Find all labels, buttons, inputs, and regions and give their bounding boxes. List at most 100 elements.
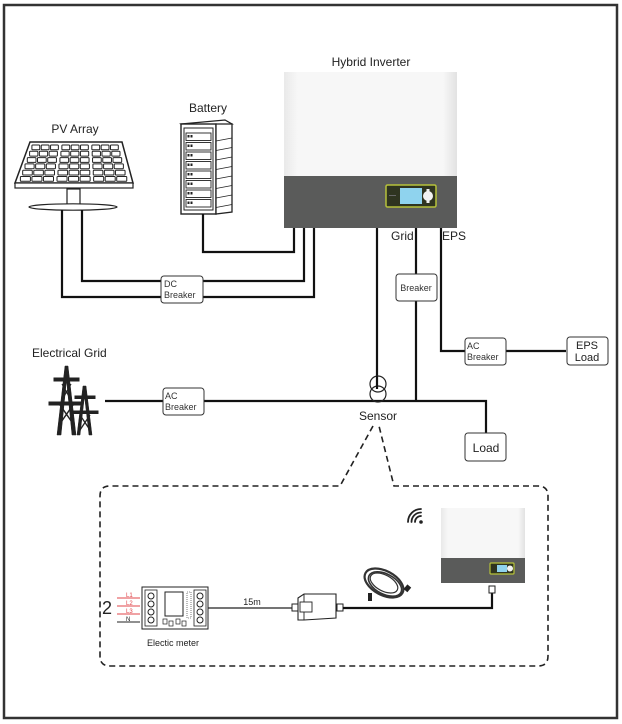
eps-load-line2: Load bbox=[575, 352, 599, 364]
sensor: Sensor bbox=[359, 375, 397, 423]
rack-shelf bbox=[215, 175, 233, 180]
meter-terminal bbox=[196, 616, 204, 624]
sensor-detail-callout: 2 L1 L2 L3 N Electic meter 15m bbox=[99, 425, 549, 667]
battery-led bbox=[187, 135, 190, 138]
grid-breaker: Breaker bbox=[395, 273, 438, 302]
eps-load: EPS Load bbox=[566, 336, 609, 366]
pv-cell bbox=[31, 176, 43, 182]
pv-cell bbox=[113, 163, 124, 170]
pv-cell bbox=[68, 169, 80, 176]
solar-panel-icon bbox=[13, 141, 134, 211]
pv-cell bbox=[109, 144, 119, 151]
pv-cell bbox=[48, 150, 58, 157]
battery-led bbox=[187, 144, 190, 147]
pv-cell bbox=[70, 144, 80, 151]
pv-cell bbox=[104, 176, 116, 182]
cable-length-label: 15m bbox=[243, 597, 261, 607]
electrical-grid: Electrical Grid bbox=[32, 346, 107, 436]
pv-cell bbox=[80, 144, 89, 151]
ac-breaker-eps-line1: AC bbox=[467, 341, 480, 351]
rack-shelf bbox=[215, 147, 233, 151]
pv-cell bbox=[40, 144, 50, 151]
outer-frame bbox=[2, 3, 619, 720]
pv-cell bbox=[26, 157, 37, 163]
pv-cell bbox=[101, 150, 111, 157]
phase-n: N bbox=[126, 617, 130, 623]
battery-module bbox=[185, 189, 212, 198]
rack-shelf bbox=[215, 185, 233, 189]
rack-shelf bbox=[215, 204, 233, 208]
battery-led bbox=[190, 173, 193, 176]
battery-led bbox=[187, 201, 190, 204]
pv-cell bbox=[57, 169, 69, 176]
meter-terminal bbox=[147, 592, 155, 600]
load-label: Load bbox=[473, 441, 500, 455]
pv-cell bbox=[79, 163, 90, 170]
battery-label: Battery bbox=[189, 101, 227, 115]
hybrid-inverter-label: Hybrid Inverter bbox=[332, 55, 411, 69]
electrical-grid-label: Electrical Grid bbox=[32, 346, 107, 360]
pv-cell bbox=[79, 176, 91, 182]
pv-cell bbox=[100, 144, 110, 151]
ac-breaker-grid: AC Breaker bbox=[162, 387, 205, 416]
small-inverter-upper bbox=[441, 508, 525, 558]
load-box bbox=[464, 432, 507, 462]
pv-cell bbox=[114, 169, 126, 176]
pv-cell bbox=[31, 144, 41, 151]
pv-cell bbox=[24, 163, 35, 170]
pv-cell bbox=[93, 176, 105, 182]
network-cable bbox=[343, 593, 494, 610]
battery-module bbox=[185, 142, 212, 151]
battery-led bbox=[190, 182, 193, 185]
meter-terminal bbox=[196, 592, 204, 600]
battery-led bbox=[187, 192, 190, 195]
inverter-port-eps: EPS bbox=[442, 229, 466, 243]
pv-cell bbox=[91, 150, 101, 157]
pv-cell bbox=[92, 169, 104, 176]
pv-cell bbox=[116, 176, 128, 182]
battery-module bbox=[185, 199, 212, 208]
battery-led bbox=[190, 135, 193, 138]
ac-breaker-eps: AC Breaker bbox=[464, 337, 507, 366]
battery-led bbox=[187, 154, 190, 157]
pv-cell bbox=[29, 150, 39, 157]
phase-count-label: 2 bbox=[102, 598, 112, 618]
meter-terminal bbox=[147, 600, 155, 608]
battery-rack-icon bbox=[179, 119, 234, 215]
dc-breaker-box bbox=[160, 275, 204, 304]
pv-cell bbox=[111, 150, 121, 157]
pv-cell bbox=[19, 176, 31, 182]
ac-breaker-grid-line1: AC bbox=[165, 391, 178, 401]
electric-meter-icon bbox=[141, 586, 209, 630]
meter-terminal bbox=[196, 600, 204, 608]
rj45-coupler-icon bbox=[291, 593, 344, 621]
pv-cell bbox=[44, 169, 55, 176]
pv-cell bbox=[33, 169, 44, 176]
dc-breaker-line2: Breaker bbox=[164, 290, 196, 300]
meter-terminal bbox=[147, 608, 155, 616]
phase-l3: L3 bbox=[126, 609, 133, 615]
rack-shelf bbox=[215, 166, 233, 170]
battery-led bbox=[190, 154, 193, 157]
pv-cell bbox=[56, 176, 68, 182]
battery-module bbox=[185, 170, 212, 179]
pv-cell bbox=[60, 150, 70, 157]
meter-terminal bbox=[196, 608, 204, 616]
inverter-display-icon bbox=[385, 184, 437, 208]
ac-breaker-grid-box bbox=[162, 387, 205, 416]
rack-shelf bbox=[215, 194, 233, 199]
inverter-port-grid: Grid bbox=[391, 229, 414, 243]
load: Load bbox=[464, 432, 507, 462]
small-inverter-display-icon bbox=[489, 562, 515, 575]
grid-breaker-label: Breaker bbox=[400, 283, 432, 293]
battery-led bbox=[190, 144, 193, 147]
eps-load-box bbox=[566, 336, 609, 366]
inverter-upper-body bbox=[284, 72, 457, 177]
meter-terminal bbox=[147, 616, 155, 624]
battery-module bbox=[185, 161, 212, 170]
power-tower-icon bbox=[48, 365, 99, 436]
pv-cell bbox=[59, 157, 70, 163]
phase-l1: L1 bbox=[126, 593, 133, 599]
current-transformer-icon bbox=[369, 375, 387, 403]
pv-array: PV Array bbox=[13, 122, 134, 211]
